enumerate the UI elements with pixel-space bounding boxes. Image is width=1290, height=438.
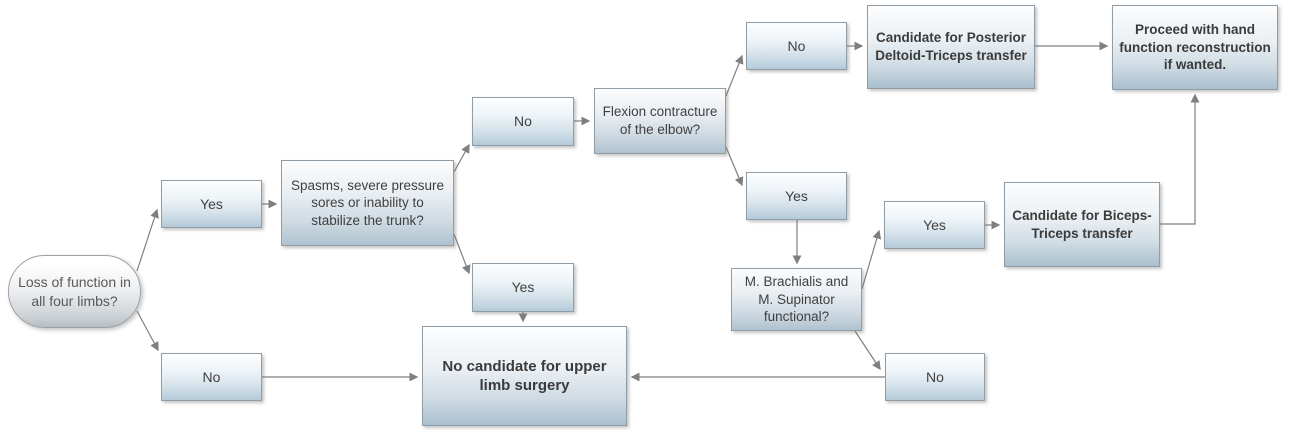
node-question-brachialis: M. Brachialis and M. Supinator functiona… — [731, 268, 862, 331]
node-outcome-proceed-hand-reconstruction: Proceed with hand function reconstructio… — [1112, 5, 1278, 90]
node-outcome-biceps-triceps-transfer: Candidate for Biceps-Triceps transfer — [1004, 182, 1160, 267]
node-no-trunk-problem: No — [472, 97, 574, 146]
node-outcome-no-surgery: No candidate for upper limb surgery — [422, 326, 627, 426]
node-yes-limbs: Yes — [161, 180, 262, 228]
node-start-question: Loss of function in all four limbs? — [8, 255, 141, 328]
node-no-limbs: No — [161, 353, 262, 401]
connector-brachialis-to-no — [854, 330, 881, 371]
connector-trunk-to-no — [453, 143, 470, 173]
node-no-brachialis: No — [885, 353, 985, 401]
node-question-trunk: Spasms, severe pressure sores or inabili… — [281, 160, 454, 246]
connector-start-to-yes — [136, 208, 159, 272]
connector-brachialis-to-yes — [861, 229, 882, 290]
connector-start-to-no — [136, 310, 159, 352]
node-no-contracture: No — [746, 22, 847, 70]
node-yes-brachialis: Yes — [884, 201, 985, 249]
node-yes-trunk-problem: Yes — [472, 263, 574, 312]
connector-elbow-to-no — [725, 54, 744, 97]
node-outcome-posterior-deltoid-transfer: Candidate for Posterior Deltoid-Triceps … — [867, 5, 1035, 89]
connector-trunk-to-yes — [453, 233, 471, 275]
connector-biceps-to-proceed — [1160, 93, 1200, 225]
node-yes-contracture: Yes — [746, 172, 847, 220]
connector-elbow-to-yes — [725, 146, 744, 187]
node-question-elbow: Flexion contracture of the elbow? — [594, 88, 726, 154]
